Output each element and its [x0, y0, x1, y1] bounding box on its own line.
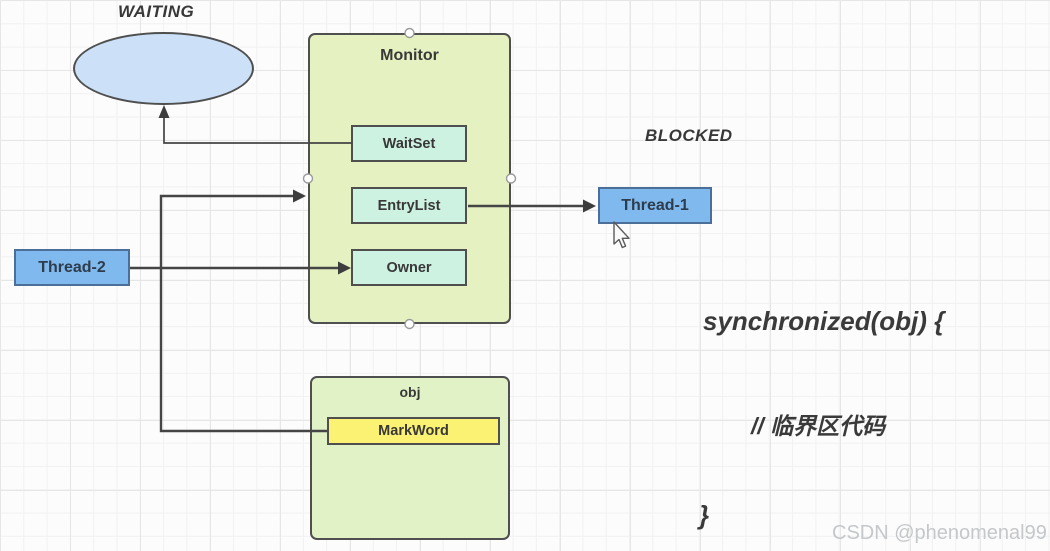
markword-box[interactable]: MarkWord	[327, 417, 500, 445]
thread-1-box[interactable]: Thread-1	[598, 187, 712, 224]
mouse-cursor-icon	[613, 221, 630, 249]
entrylist-box[interactable]: EntryList	[351, 187, 467, 224]
code-synchronized-line[interactable]: synchronized(obj) {	[703, 306, 945, 336]
csdn-watermark: CSDN @phenomenal99	[832, 522, 1047, 544]
code-closing-brace[interactable]: }	[699, 500, 710, 530]
waitset-box[interactable]: WaitSet	[351, 125, 467, 162]
obj-box[interactable]: obj MarkWord	[310, 376, 510, 540]
monitor-box[interactable]: Monitor WaitSet EntryList Owner	[308, 33, 511, 324]
code-critical-section-comment[interactable]: // 临界区代码	[751, 413, 886, 439]
waiting-ellipse[interactable]	[73, 32, 254, 105]
waiting-state-label[interactable]: WAITING	[118, 2, 195, 21]
obj-title: obj	[399, 384, 421, 400]
thread-2-box[interactable]: Thread-2	[14, 249, 130, 286]
monitor-title: Monitor	[380, 47, 439, 64]
blocked-state-label[interactable]: BLOCKED	[645, 126, 733, 145]
owner-box[interactable]: Owner	[351, 249, 467, 286]
connector-markword-to-monitor[interactable]	[159, 189, 327, 433]
